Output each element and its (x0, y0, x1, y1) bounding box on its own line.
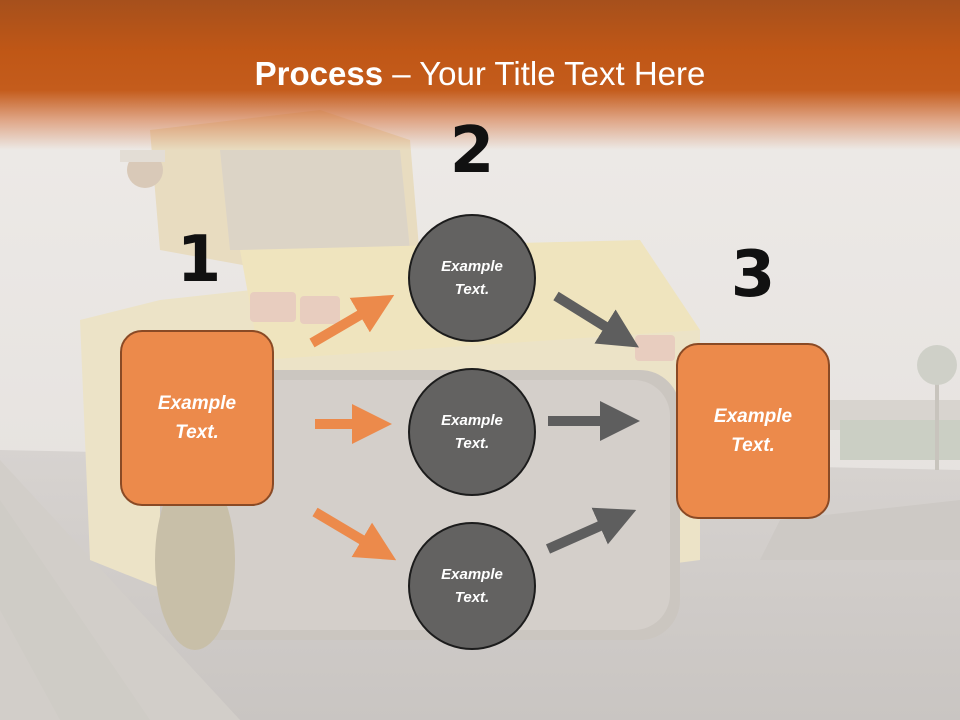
circle-3-line1: Example (441, 566, 503, 583)
circle-item-2: Example Text. (408, 368, 536, 496)
step-number-1: 1 (176, 223, 222, 297)
title-bold-part: Process (254, 55, 384, 92)
arrow-box1-to-circle3 (312, 507, 397, 561)
arrow-circle3-to-box3 (545, 507, 637, 554)
step-box-3-line1: Example (713, 406, 793, 427)
step-box-1-line2: Text. (175, 422, 219, 443)
circle-2-line2: Text. (454, 435, 490, 452)
title-rest-part: – Your Title Text Here (383, 55, 706, 92)
step-box-3-line2: Text. (731, 435, 775, 456)
step-box-3: Example Text. (676, 343, 830, 519)
arrow-box1-to-circle1 (309, 294, 395, 348)
step-number-2: 2 (449, 114, 495, 188)
circle-2-line1: Example (441, 412, 503, 429)
step-box-1: Example Text. (120, 330, 274, 506)
circle-3-line2: Text. (454, 589, 490, 606)
circle-item-1: Example Text. (408, 214, 536, 342)
circle-1-line2: Text. (454, 281, 490, 298)
circle-1-line1: Example (441, 258, 503, 275)
step-box-1-line1: Example (157, 393, 237, 414)
circle-item-3: Example Text. (408, 522, 536, 650)
title-band (0, 0, 960, 150)
arrow-circle1-to-box3 (553, 291, 639, 348)
slide-title: Process – Your Title Text Here (0, 52, 960, 96)
step-number-3: 3 (730, 238, 776, 312)
